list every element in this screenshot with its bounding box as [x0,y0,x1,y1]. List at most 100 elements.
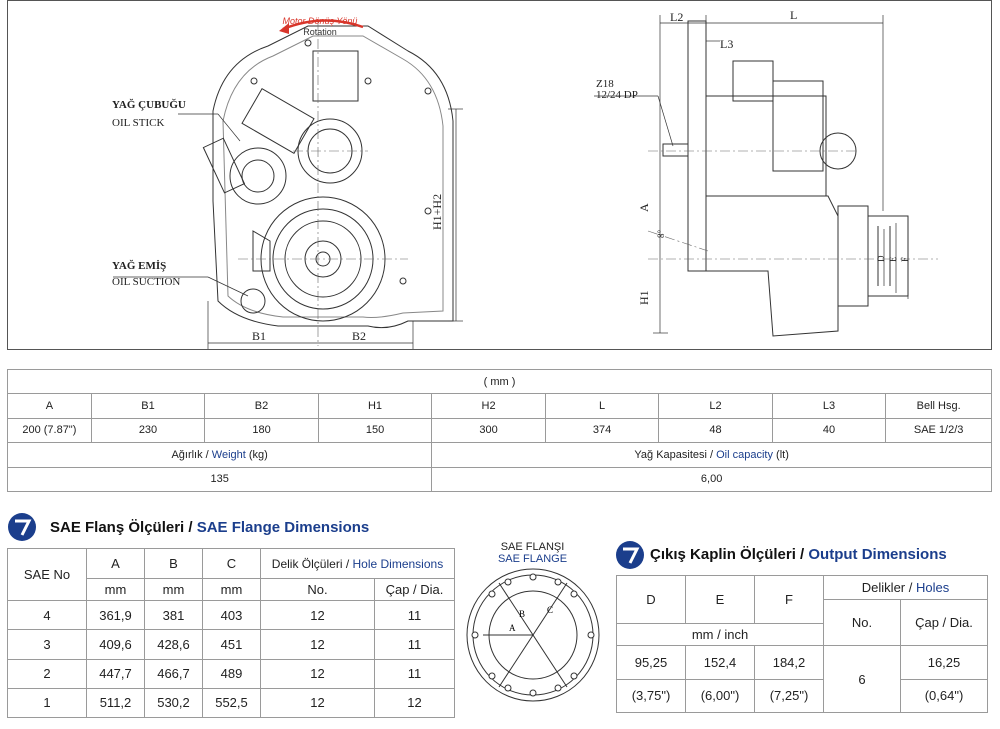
output-title-tr: Çıkış Kaplin Ölçüleri / [650,546,809,563]
header-b1: B1 [90,393,206,419]
header-a: A [7,393,92,419]
flange-caption-en: SAE FLANGE [497,553,568,565]
oil-suction-label-tr: YAĞ EMİŞ [112,260,167,272]
flange-figure-caption: SAE FLANŞI SAE FLANGE [470,541,595,565]
header-h1: H1 [317,393,433,419]
output-title-en: Output Dimensions [808,546,947,563]
oil-stick-label-tr: YAĞ ÇUBUĞU [112,99,186,111]
table-row: 4 361,9 381 403 12 11 [7,599,455,631]
oil-capacity-header: Yağ Kapasitesi / Oil capacity (lt) [431,442,992,468]
col-c: C [202,548,261,579]
gearbox-drawing [113,15,938,349]
header-l2: L2 [658,393,773,419]
rotation-label-tr: Motor Dönüş Yönü [282,16,358,26]
cell-b: 466,7 [144,658,203,689]
flange-a-label: A [509,623,516,633]
header-l3: L3 [771,393,887,419]
table-header-row: A B1 B2 H1 H2 L L2 L3 Bell Hsg. [7,393,992,419]
table-row: 135 6,00 [6,466,992,493]
spline-label-2: 12/24 DP [596,89,638,101]
holes-label-tr: Delik Ölçüleri / [271,556,353,571]
dim-h1-label: H1 [637,290,651,305]
col-b: B [144,548,203,579]
col-dia: Çap / Dia. [900,599,988,646]
out-holes-tr: Delikler / [861,580,916,595]
table-row: Ağırlık / Weight (kg) Yağ Kapasitesi / O… [6,442,992,468]
rotation-label: Motor Dönüş Yönü Rotation [275,16,365,38]
cell-dia: 11 [374,658,455,689]
col-a: A [86,548,145,579]
col-e: E [685,575,755,624]
brand-logo-icon [8,513,36,541]
unit-c: mm [202,578,261,601]
cell-b: 381 [144,599,203,631]
cell-sae: 1 [7,687,87,719]
value-l: 374 [544,417,660,444]
value-bell-hsg: SAE 1/2/3 [885,417,992,444]
table-row: 1 511,2 530,2 552,5 12 12 [7,687,455,719]
cell-e-inch: (6,00") [685,678,755,713]
oil-unit: (lt) [772,448,789,461]
sae-flange-diagram: A B C [466,568,600,702]
weight-header: Ağırlık / Weight (kg) [6,442,433,468]
sae-flange-table: SAE No A B C Delik Ölçüleri / Hole Dimen… [7,548,455,719]
table-row: 3 409,6 428,6 451 12 11 [7,629,455,660]
col-sae-no: SAE No [7,548,87,601]
brand-logo-icon [616,541,644,569]
weight-label-tr: Ağırlık / [171,448,212,461]
dim-b2-label: B2 [352,329,367,343]
cell-holes-dia-mm: 16,25 [900,645,988,680]
col-hole-dims: Delik Ölçüleri / Hole Dimensions [260,548,455,579]
out-holes-en: Holes [915,580,950,595]
cell-b: 530,2 [144,687,203,719]
cell-e-mm: 152,4 [685,645,755,680]
cell-c: 403 [202,599,261,631]
cell-f-mm: 184,2 [754,645,824,680]
value-l3: 40 [771,417,887,444]
cell-no: 12 [260,658,375,689]
cell-a: 409,6 [86,629,145,660]
flange-c-label: C [547,605,553,615]
oil-capacity-value: 6,00 [431,466,992,493]
table-row: 2 447,7 466,7 489 12 11 [7,658,455,689]
cell-no: 12 [260,629,375,660]
cell-c: 489 [202,658,261,689]
cell-sae: 4 [7,599,87,631]
dim-l2-label: L2 [670,10,684,24]
col-holes: Delikler / Holes [823,575,988,600]
output-dimensions-table: D E F Delikler / Holes No. Çap / Dia. mm… [616,575,988,713]
oil-label-tr: Yağ Kapasitesi / [634,448,717,461]
cell-dia: 12 [374,687,455,719]
cell-dia: 11 [374,599,455,631]
oil-label-en: Oil capacity [716,448,773,461]
table-row: 95,25 152,4 184,2 6 16,25 [616,645,988,713]
weight-unit: (kg) [245,448,268,461]
dim-h1h2-label: H1+H2 [430,193,444,230]
value-h1: 150 [317,417,433,444]
cell-sae: 2 [7,658,87,689]
value-h2: 300 [431,417,546,444]
rotation-label-en: Rotation [303,27,337,37]
header-l: L [544,393,660,419]
unit-header: ( mm ) [7,368,992,395]
dim-l-label: L [790,8,798,22]
sae-title-tr: SAE Flanş Ölçüleri / [50,519,197,536]
technical-drawing-frame [7,0,992,350]
cell-no: 12 [260,599,375,631]
flange-caption-tr: SAE FLANŞI [500,541,565,553]
weight-label-en: Weight [211,448,246,461]
col-f: F [754,575,824,624]
flange-b-label: B [519,609,525,619]
oil-suction-label-en: OIL SUCTION [112,276,181,288]
header-bell-hsg: Bell Hsg. [885,393,992,419]
dim-d-label: D [876,255,886,263]
dim-l3-label: L3 [720,37,734,51]
dim-a-label: A [637,203,651,212]
cell-holes-dia-inch: (0,64") [900,678,988,713]
weight-value: 135 [6,466,433,493]
cell-dia: 11 [374,629,455,660]
sae-section-title: SAE Flanş Ölçüleri / SAE Flange Dimensio… [50,519,369,536]
cell-a: 511,2 [86,687,145,719]
unit-a: mm [86,578,145,601]
cell-f-inch: (7,25") [754,678,824,713]
